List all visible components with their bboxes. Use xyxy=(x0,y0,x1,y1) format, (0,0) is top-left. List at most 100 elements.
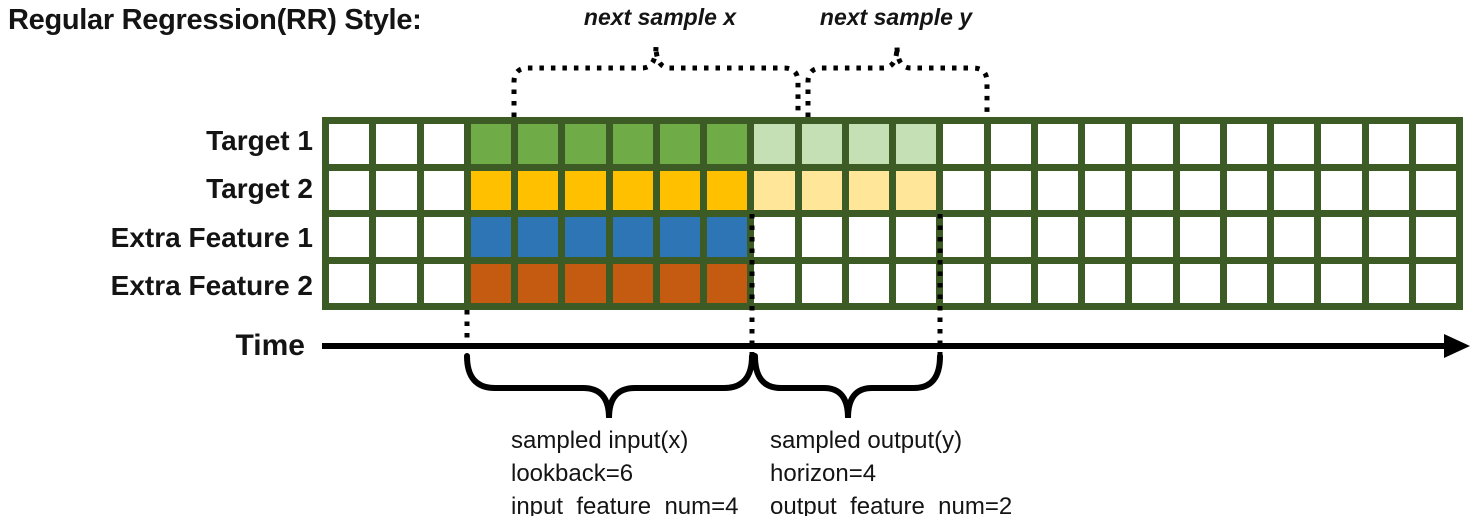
next-sample-x-brace xyxy=(511,45,801,117)
grid-cell xyxy=(565,170,606,210)
next-sample-x-label: next sample x xyxy=(583,4,737,30)
sampled-output-horizon: horizon=4 xyxy=(770,460,877,487)
grid-cell xyxy=(1132,124,1173,164)
sampled-output-brace xyxy=(752,353,943,419)
grid-cell xyxy=(707,124,748,164)
grid-cell xyxy=(801,170,842,210)
grid-cell xyxy=(612,217,653,257)
row-label-extra-feature-2: Extra Feature 2 xyxy=(110,269,313,301)
grid-cell xyxy=(707,263,748,303)
grid-cell xyxy=(754,170,795,210)
grid-cell xyxy=(990,124,1031,164)
grid-cell xyxy=(1274,170,1315,210)
grid-cell xyxy=(1368,263,1409,303)
grid-cell xyxy=(376,170,417,210)
grid-cell xyxy=(376,263,417,303)
grid-cell xyxy=(1179,170,1220,210)
grid-cell xyxy=(1321,263,1362,303)
grid-cell xyxy=(848,217,889,257)
sampled-input-title: sampled input(x) xyxy=(511,427,689,454)
next-sample-y-label: next sample y xyxy=(819,4,973,30)
grid-cell xyxy=(1368,170,1409,210)
grid-cell xyxy=(1179,124,1220,164)
row-label-extra-feature-1: Extra Feature 1 xyxy=(110,221,313,253)
grid-cell xyxy=(707,170,748,210)
grid-cell xyxy=(565,263,606,303)
grid-cell xyxy=(659,217,700,257)
grid-cell xyxy=(565,217,606,257)
grid-cell xyxy=(1274,124,1315,164)
grid-cell xyxy=(659,263,700,303)
grid-cell xyxy=(329,263,370,303)
grid-cell xyxy=(1085,124,1126,164)
grid-cell xyxy=(707,217,748,257)
grid-cell xyxy=(518,217,559,257)
timeseries-grid xyxy=(322,117,1463,310)
grid-cell xyxy=(1415,124,1456,164)
grid-cell xyxy=(1368,217,1409,257)
grid-cell xyxy=(990,217,1031,257)
grid-cell xyxy=(612,170,653,210)
grid-cell xyxy=(1132,217,1173,257)
grid-cell xyxy=(1085,217,1126,257)
grid-cell xyxy=(1132,263,1173,303)
grid-cell xyxy=(1274,217,1315,257)
grid-cell xyxy=(1037,124,1078,164)
grid-cell xyxy=(329,170,370,210)
grid-cell xyxy=(943,217,984,257)
grid-cell xyxy=(423,170,464,210)
grid-cell xyxy=(1368,124,1409,164)
grid-cell xyxy=(943,124,984,164)
row-label-target-2: Target 2 xyxy=(206,173,313,205)
grid-cell xyxy=(518,124,559,164)
grid-cell xyxy=(754,124,795,164)
grid-cell xyxy=(1037,217,1078,257)
grid-cell xyxy=(1415,217,1456,257)
next-sample-y-brace xyxy=(805,45,990,117)
grid-cell xyxy=(801,124,842,164)
grid-cell xyxy=(423,263,464,303)
grid-cell xyxy=(1321,124,1362,164)
grid-cell xyxy=(1179,217,1220,257)
grid-cell xyxy=(470,263,511,303)
grid-cell xyxy=(1085,170,1126,210)
grid-cell xyxy=(1226,217,1267,257)
grid-cell xyxy=(1226,124,1267,164)
row-label-target-1: Target 1 xyxy=(206,125,313,157)
grid-cell xyxy=(896,217,937,257)
grid-cell xyxy=(423,217,464,257)
row-labels: Target 1 Target 2 Extra Feature 1 Extra … xyxy=(0,117,313,310)
grid-cell xyxy=(376,124,417,164)
grid-cell xyxy=(518,263,559,303)
grid-cell xyxy=(801,217,842,257)
grid-cell xyxy=(848,124,889,164)
grid-cell xyxy=(754,217,795,257)
grid-cell xyxy=(470,124,511,164)
grid-cell xyxy=(659,170,700,210)
time-axis-arrow-head xyxy=(1444,334,1470,358)
grid-cell xyxy=(943,263,984,303)
sampled-output-title: sampled output(y) xyxy=(770,427,963,454)
grid-cell xyxy=(1274,263,1315,303)
sampled-input-brace xyxy=(464,353,755,419)
grid-cell xyxy=(896,263,937,303)
grid-cell xyxy=(848,170,889,210)
sampled-input-text: sampled input(x) lookback=6 input_featur… xyxy=(511,424,739,516)
grid-cell xyxy=(423,124,464,164)
grid-cell xyxy=(659,124,700,164)
grid-cell xyxy=(612,263,653,303)
grid-cell xyxy=(848,263,889,303)
grid-cell xyxy=(518,170,559,210)
grid-cell xyxy=(565,124,606,164)
sampled-input-features: input_feature_num=4 xyxy=(511,493,739,516)
sampled-output-text: sampled output(y) horizon=4 output_featu… xyxy=(770,424,1012,516)
grid-cell xyxy=(896,170,937,210)
grid-cell xyxy=(1132,170,1173,210)
grid-cell xyxy=(1321,217,1362,257)
grid-cell xyxy=(470,217,511,257)
grid-cell xyxy=(943,170,984,210)
grid-cell xyxy=(1415,263,1456,303)
diagram-title: Regular Regression(RR) Style: xyxy=(8,4,422,36)
grid-cell xyxy=(470,170,511,210)
grid-cell xyxy=(376,217,417,257)
